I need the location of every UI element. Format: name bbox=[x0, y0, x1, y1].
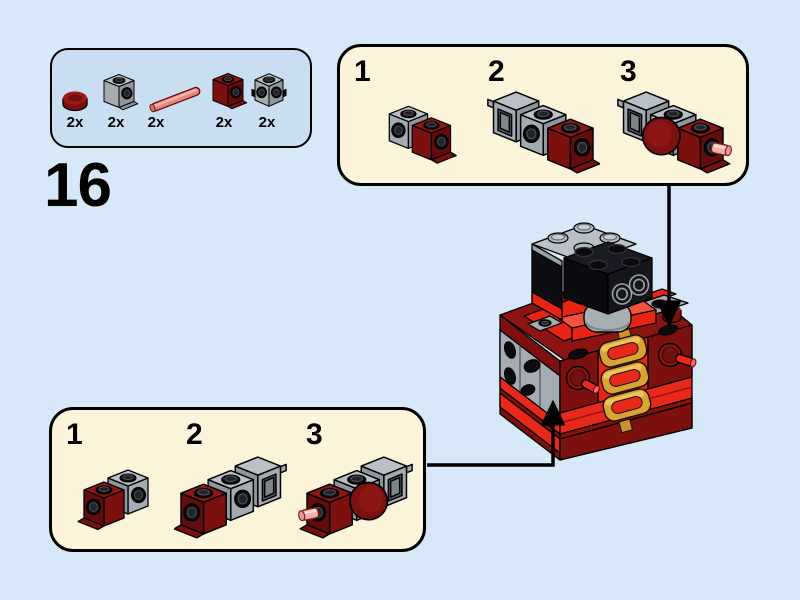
model-illustration bbox=[499, 222, 697, 461]
left-pin bbox=[580, 379, 600, 394]
right-pin bbox=[675, 353, 697, 368]
part-count-label: 2x bbox=[107, 114, 125, 131]
substep-number: 2 bbox=[186, 418, 203, 451]
bar-coral-icon bbox=[149, 86, 201, 113]
substep-panel-bottom-left: 1 2 3 bbox=[49, 407, 426, 552]
substep-image-1 bbox=[388, 105, 457, 164]
step-number: 16 bbox=[44, 151, 112, 220]
round-tile-dark-red-icon bbox=[62, 91, 88, 112]
headlight-brick-dark-red-icon bbox=[212, 73, 248, 110]
headlight-brick-gray-icon bbox=[103, 74, 139, 111]
substep-image-3 bbox=[608, 83, 734, 187]
substep-image-1 bbox=[77, 469, 149, 531]
substep-image-2 bbox=[487, 91, 600, 174]
side-stud-rings bbox=[611, 274, 650, 305]
substep-image-2 bbox=[174, 456, 287, 539]
substep-image-3 bbox=[296, 448, 422, 552]
part-count-label: 2x bbox=[215, 114, 233, 131]
right-arm-brick bbox=[647, 324, 693, 390]
substep-number: 1 bbox=[354, 55, 371, 88]
part-count-label: 2x bbox=[147, 114, 165, 131]
parts-panel: 2x 2x 2x 2x 2x bbox=[50, 48, 312, 148]
part-count-label: 2x bbox=[258, 114, 276, 131]
substep-number: 3 bbox=[306, 418, 323, 451]
gold-chain bbox=[598, 323, 652, 434]
substep-panel-top-right: 1 2 3 bbox=[337, 44, 749, 186]
substep-number: 2 bbox=[488, 55, 505, 88]
neck bbox=[531, 247, 632, 333]
brick-4-side-studs-gray-icon bbox=[251, 73, 287, 107]
head-black-brick bbox=[563, 241, 653, 315]
part-count-label: 2x bbox=[66, 114, 84, 131]
substep-number: 3 bbox=[620, 55, 637, 88]
substep-number: 1 bbox=[66, 418, 83, 451]
